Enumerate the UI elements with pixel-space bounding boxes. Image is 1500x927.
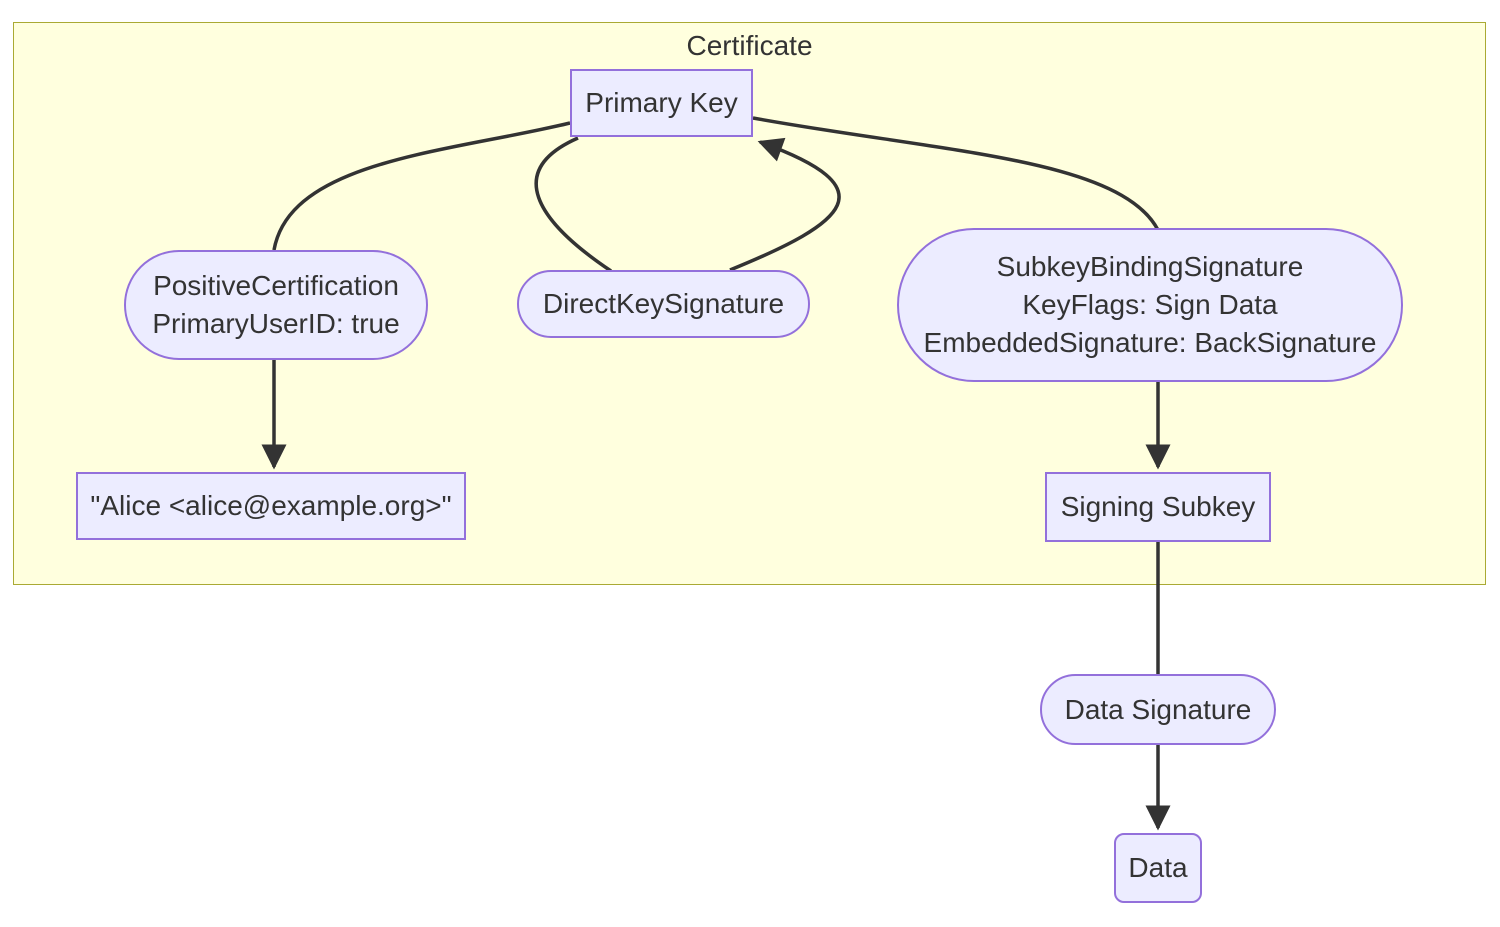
node-data-signature: Data Signature: [1040, 674, 1276, 745]
node-label-line: SubkeyBindingSignature: [996, 251, 1304, 282]
node-data: Data: [1114, 833, 1202, 903]
node-direct-key-signature: DirectKeySignature: [517, 270, 810, 338]
node-label: "Alice <alice@example.org>": [90, 490, 452, 521]
node-label-line: KeyFlags: Sign Data: [1022, 289, 1278, 320]
node-label: Data: [1128, 852, 1188, 883]
node-signing-subkey: Signing Subkey: [1045, 472, 1271, 542]
node-primary-key: Primary Key: [570, 69, 753, 137]
node-label-line: EmbeddedSignature: BackSignature: [923, 327, 1377, 358]
node-label: Data Signature: [1064, 693, 1252, 725]
node-user-id: "Alice <alice@example.org>": [76, 472, 466, 540]
node-subkey-binding-signature: SubkeyBindingSignature KeyFlags: Sign Da…: [897, 228, 1403, 382]
node-label: Primary Key: [585, 87, 738, 118]
node-positive-certification: PositiveCertification PrimaryUserID: tru…: [124, 250, 428, 360]
node-label-line: PrimaryUserID: true: [152, 308, 400, 339]
cluster-title: Certificate: [686, 30, 813, 61]
node-label-line: PositiveCertification: [153, 270, 399, 301]
node-label: DirectKeySignature: [542, 288, 785, 319]
node-label: Signing Subkey: [1060, 491, 1256, 522]
